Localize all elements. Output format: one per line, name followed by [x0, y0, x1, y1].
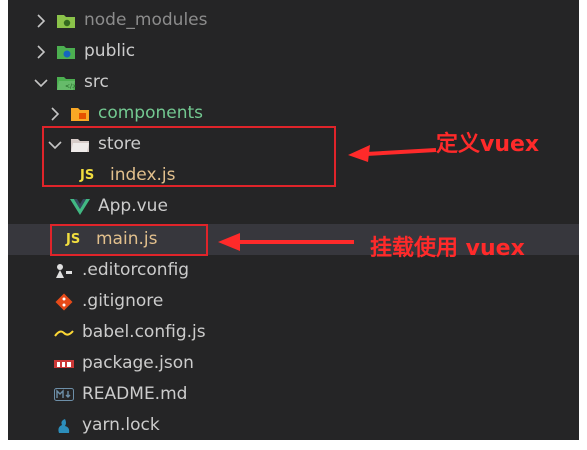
tree-item-label: src	[84, 72, 109, 92]
tree-item-label: public	[84, 41, 136, 61]
annotation-text-mount: 挂载使用 vuex	[370, 236, 525, 261]
annotation-arrow-define	[348, 145, 437, 162]
node-modules-folder-icon	[56, 12, 76, 30]
tree-item-components[interactable]: components	[8, 98, 579, 129]
svg-text:</>: </>	[65, 83, 76, 90]
tree-item-node-modules[interactable]: node_modules	[8, 5, 579, 36]
annotation-box-store	[42, 126, 336, 187]
js-file-icon: JS	[66, 232, 81, 247]
tree-item-main-js[interactable]: JS main.js	[8, 224, 579, 255]
tree-item-label: main.js	[96, 229, 158, 249]
tree-item-store[interactable]: store	[8, 129, 579, 160]
tree-item-package-json[interactable]: package.json	[8, 348, 579, 379]
annotation-arrow-mount	[218, 233, 354, 251]
tree-item-editorconfig[interactable]: .editorconfig	[8, 255, 579, 286]
file-explorer: node_modules public </> src components	[8, 0, 579, 440]
annotation-box-main-js	[50, 224, 208, 256]
git-icon	[54, 293, 74, 311]
chevron-down-icon[interactable]	[48, 138, 62, 152]
src-folder-icon: </>	[56, 74, 76, 92]
tree-item-babel-config[interactable]: babel.config.js	[8, 317, 579, 348]
npm-icon	[54, 355, 74, 373]
tree-item-src[interactable]: </> src	[8, 67, 579, 98]
tree-item-label: App.vue	[98, 196, 168, 216]
annotation-text-define: 定义vuex	[436, 132, 540, 157]
tree-item-label: .gitignore	[82, 291, 164, 311]
tree-item-label: node_modules	[84, 10, 208, 30]
tree-item-index-js[interactable]: JS index.js	[8, 160, 579, 191]
babel-icon	[54, 324, 74, 342]
tree-item-label: index.js	[110, 165, 176, 185]
tree-item-label: babel.config.js	[82, 322, 206, 342]
tree-item-app-vue[interactable]: App.vue	[8, 191, 579, 222]
tree-item-public[interactable]: public	[8, 36, 579, 67]
chevron-down-icon[interactable]	[34, 76, 48, 90]
tree-item-label: package.json	[82, 353, 194, 373]
tree-item-gitignore[interactable]: .gitignore	[8, 286, 579, 317]
store-folder-icon	[70, 136, 90, 154]
js-file-icon: JS	[80, 168, 95, 183]
components-folder-icon	[70, 105, 90, 123]
public-folder-icon	[56, 43, 76, 61]
chevron-right-icon[interactable]	[34, 44, 48, 59]
tree-item-label: store	[98, 134, 141, 154]
chevron-right-icon[interactable]	[48, 106, 62, 121]
tree-item-label: yarn.lock	[82, 415, 160, 435]
markdown-icon	[54, 386, 74, 404]
editorconfig-icon	[54, 262, 74, 280]
tree-item-yarn-lock[interactable]: yarn.lock	[8, 410, 579, 440]
tree-item-label: .editorconfig	[82, 260, 190, 280]
yarn-icon	[54, 417, 74, 435]
chevron-right-icon[interactable]	[34, 13, 48, 28]
vue-file-icon	[70, 198, 90, 216]
tree-item-label: README.md	[82, 384, 188, 404]
tree-item-label: components	[98, 103, 204, 123]
tree-item-readme[interactable]: README.md	[8, 379, 579, 410]
